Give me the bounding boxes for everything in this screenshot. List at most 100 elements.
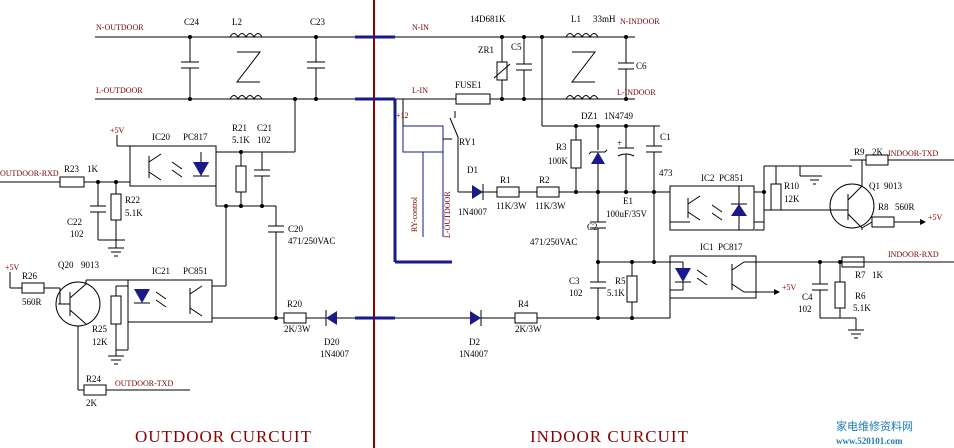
label-c22: C22 [67, 217, 82, 227]
label-r21: R21 [232, 123, 247, 133]
label-e1: E1 [623, 196, 633, 206]
label-c4: C4 [802, 292, 813, 302]
n-in-branch [540, 35, 660, 127]
resistor-r9 [850, 154, 954, 166]
ground-symbol-indoor-2 [848, 318, 864, 339]
resistor-r6 [834, 262, 846, 318]
inductor-l1 [565, 33, 599, 101]
label-r5-value: 5.1K [607, 288, 625, 298]
label-dz1-value: 1N4749 [604, 111, 633, 121]
net-label-l-indoor: L-INDOOR [617, 88, 656, 97]
label-r8-value: 560R [895, 202, 915, 212]
watermark-cn: 家电维修资料网 [836, 419, 913, 433]
resistor-r7 [841, 256, 865, 268]
label-q1: Q1 [869, 181, 880, 191]
label-dz1: DZ1 [581, 111, 598, 121]
capacitor-c5 [516, 35, 532, 101]
label-c24: C24 [184, 17, 200, 27]
label-r26: R26 [22, 271, 38, 281]
label-c1-value: 473 [659, 168, 673, 178]
label-ic20-type: PC817 [183, 132, 208, 142]
capacitor-c24 [181, 35, 199, 101]
label-d2: D2 [469, 337, 480, 347]
capacitor-c6 [618, 35, 634, 101]
label-q20: Q20 [58, 260, 74, 270]
supply-plus5v-q1: +5V [928, 213, 943, 222]
outdoor-rxd-wiring [0, 176, 130, 241]
label-d20: D20 [324, 337, 340, 347]
label-r10: R10 [784, 181, 800, 191]
label-c21-value: 102 [257, 135, 271, 145]
label-zr1: ZR1 [478, 45, 494, 55]
diode-d1 [457, 148, 497, 200]
label-r24: R24 [86, 374, 102, 384]
label-r1: R1 [500, 175, 511, 185]
supply-plus5v-ic20: +5V [110, 126, 125, 135]
optocoupler-ic20 [129, 145, 217, 187]
label-r26-value: 560R [22, 297, 42, 307]
label-c21: C21 [257, 123, 272, 133]
net-label-l-outdoor: L-OUTDOOR [96, 86, 143, 95]
inductor-l2 [229, 33, 263, 101]
label-l1-value: 33mH [593, 14, 616, 24]
label-ic1: IC1 [700, 242, 714, 252]
resistor-r3 [570, 124, 582, 194]
label-l1: L1 [571, 14, 581, 24]
label-c3-value: 102 [569, 288, 583, 298]
label-r7-value: 1K [872, 270, 884, 280]
label-d2-value: 1N4007 [459, 349, 488, 359]
capacitor-e1: + [617, 124, 635, 194]
section-title-outdoor: OUTDOOR CURCUIT [135, 427, 312, 446]
resistor-r8 [861, 216, 926, 229]
section-title-indoor: INDOOR CURCUIT [530, 427, 689, 446]
ground-symbol-outdoor-2 [108, 350, 124, 365]
capacitor-c3 [590, 262, 606, 320]
label-r9: R9 [854, 147, 865, 157]
label-d20-value: 1N4007 [320, 349, 349, 359]
net-label-l-in: L-IN [412, 86, 428, 95]
label-r5: R5 [615, 276, 626, 286]
supply-plus5v-r26: +5V [5, 263, 20, 272]
bottom-indoor-wiring [355, 310, 598, 326]
label-c4-value: 102 [798, 304, 812, 314]
label-q20-type: 9013 [81, 260, 100, 270]
net-label-l-outdoor-vertical: L-OUTDOOR [443, 191, 452, 238]
label-r4-value: 2K/3W [515, 324, 542, 334]
label-r8: R8 [878, 202, 889, 212]
label-d1-value: 1N4007 [458, 207, 487, 217]
label-r4: R4 [518, 299, 529, 309]
label-ic1-type: PC817 [718, 242, 743, 252]
label-l2: L2 [232, 17, 242, 27]
relay-ry1 [402, 111, 459, 237]
label-r22-value: 5.1K [125, 208, 143, 218]
label-ic2: IC2 [701, 173, 715, 183]
label-r25-value: 12K [92, 337, 108, 347]
label-r10-value: 12K [784, 194, 800, 204]
label-ic21: IC21 [152, 266, 170, 276]
label-r9-value: 2K [872, 147, 884, 157]
capacitor-c1 [646, 126, 662, 192]
label-r20-value: 2K/3W [284, 324, 311, 334]
resistor-r10 [770, 166, 782, 211]
net-label-indoor-txd: INDOOR-TXD [888, 149, 938, 158]
net-label-outdoor-txd: OUTDOOR-TXD [115, 379, 173, 388]
label-r20: R20 [287, 299, 303, 309]
label-ic2-type: PC851 [719, 173, 744, 183]
l-in-wiring [393, 98, 635, 264]
capacitor-c20 [268, 224, 284, 320]
transistor-q20 [55, 279, 134, 390]
optocoupler-ic2 [669, 185, 755, 231]
label-ic20: IC20 [152, 132, 171, 142]
supply-plus5v-ic1: +5V [782, 283, 797, 292]
resistor-r1 [496, 186, 537, 198]
label-r22: R22 [125, 195, 140, 205]
label-ry1: RY1 [459, 137, 476, 147]
svg-text:+: + [617, 138, 622, 148]
label-c2: C2 [587, 222, 598, 232]
optocoupler-ic21 [127, 204, 276, 323]
transistor-q1 [829, 164, 875, 230]
label-r2: R2 [539, 175, 550, 185]
label-r2-value: 11K/3W [535, 201, 566, 211]
